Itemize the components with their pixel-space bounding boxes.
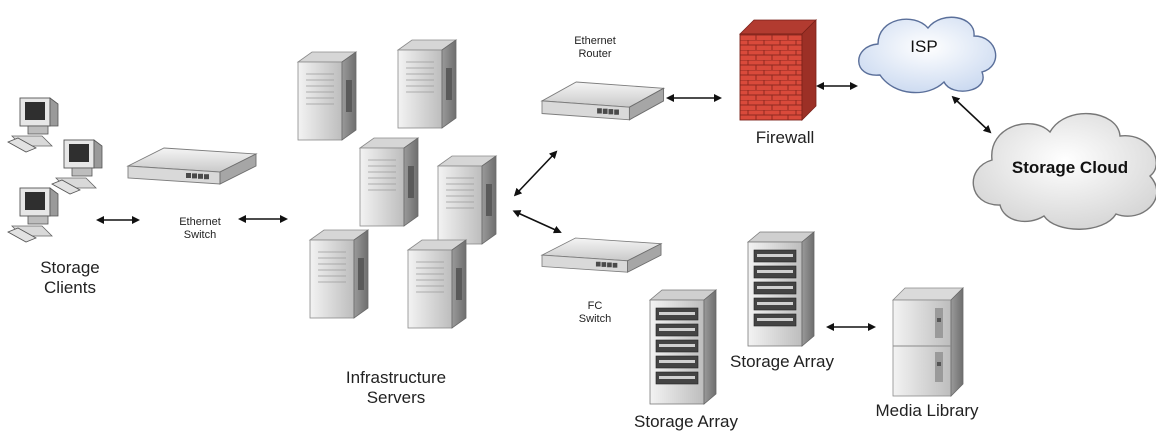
infrastructure-server-5: [309, 229, 369, 319]
ethernet-switch-label: Ethernet Switch: [179, 216, 221, 241]
infrastructure-server-6: [407, 239, 467, 329]
storage-client-pc-1: [7, 97, 59, 153]
isp-cloud-icon: [858, 16, 997, 94]
ethernet-router-icon: [541, 81, 665, 121]
fc-switch-label: FC Switch: [578, 300, 612, 325]
infrastructure-server-3: [359, 137, 419, 227]
arrow-servers-fcswitch: [512, 210, 562, 234]
firewall-icon: [739, 19, 817, 121]
infrastructure-server-2: [397, 39, 457, 129]
storage-client-pc-3: [7, 187, 59, 243]
infrastructure-servers-label: Infrastructure Servers: [345, 368, 447, 407]
connector-arrows: [96, 82, 992, 331]
media-library-label: Media Library: [875, 401, 979, 420]
firewall-label: Firewall: [755, 128, 815, 147]
storage-cloud-icon: [972, 112, 1156, 230]
ethernet-switch-icon: [127, 147, 257, 185]
storage-array-label-1: Storage Array: [634, 412, 738, 431]
fc-switch-icon: [541, 237, 662, 273]
storage-client-pc-2: [51, 139, 103, 195]
storage-clients-label: Storage Clients: [40, 258, 100, 297]
infrastructure-server-4: [437, 155, 497, 245]
ethernet-router-label: Ethernet Router: [574, 35, 616, 60]
infrastructure-server-1: [297, 51, 357, 141]
storage-cloud-label: Storage Cloud: [1011, 158, 1129, 177]
storage-array-icon-1: [649, 289, 717, 405]
storage-array-icon-2: [747, 231, 815, 347]
storage-array-label-2: Storage Array: [730, 352, 834, 371]
arrow-isp-storagecloud: [951, 95, 992, 134]
isp-label: ISP: [910, 37, 938, 56]
media-library-icon: [892, 287, 964, 397]
arrow-servers-router: [513, 150, 558, 197]
